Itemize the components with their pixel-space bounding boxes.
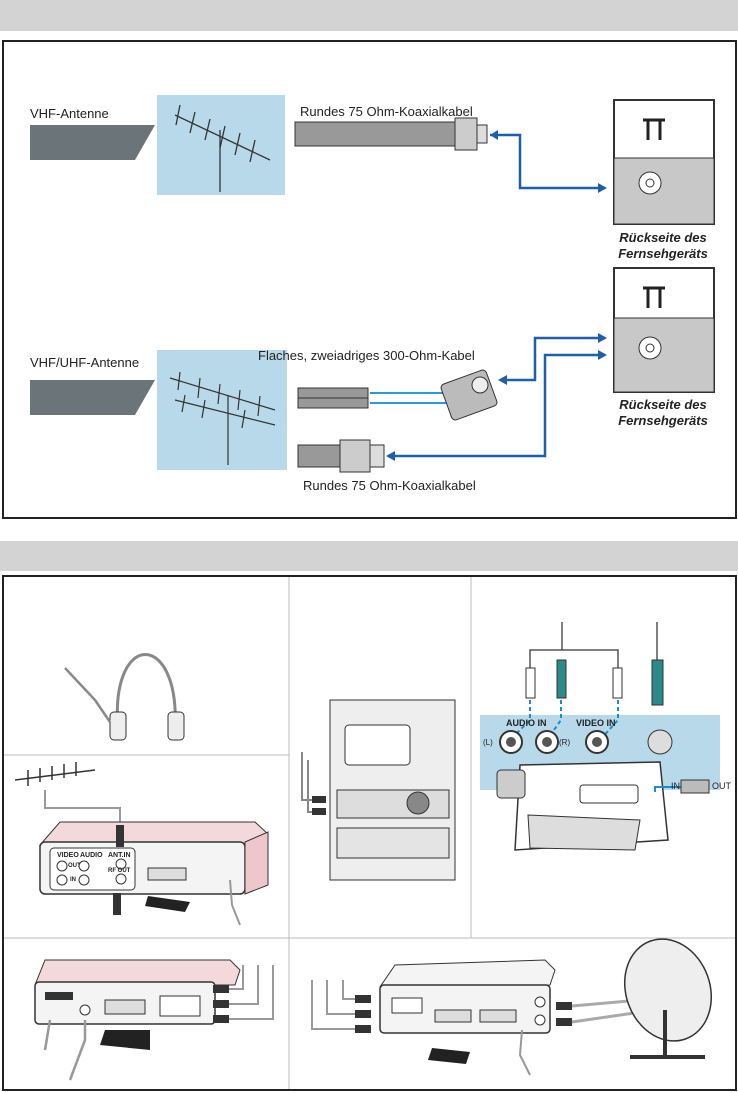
coax-cable-label: Rundes 75 Ohm-Koaxialkabel [300, 104, 473, 119]
vcr-audio-label: AUDIO [80, 852, 103, 859]
stereo-system-image [302, 700, 455, 880]
tv-back-line2: Fernsehgeräts [598, 246, 728, 262]
matching-transformer [440, 369, 498, 421]
left-channel-label: (L) [483, 738, 493, 747]
coax-cable [295, 122, 455, 146]
connection-arrow [490, 135, 605, 188]
tv-back-line1: Rückseite des [598, 230, 728, 246]
tv-back2-line2: Fernsehgeräts [598, 413, 728, 429]
flat-cable-label: Flaches, zweiadriges 300-Ohm-Kabel [258, 348, 475, 363]
vcr-ant-in-label: ANT.IN [108, 852, 131, 859]
vcr-video-label: VIDEO [57, 852, 79, 859]
right-channel-label: (R) [559, 738, 570, 747]
audio-in-label: AUDIO IN [506, 718, 547, 728]
vcr-antenna-connection-image [15, 762, 268, 925]
vcr-rear-image [35, 960, 273, 1080]
switch-in-label: IN [671, 781, 680, 791]
video-in-label: VIDEO IN [576, 718, 616, 728]
coax-cable-label-2: Rundes 75 Ohm-Koaxialkabel [303, 478, 476, 493]
tv-back2-line1: Rückseite des [598, 397, 728, 413]
vcr-out-label: OUT [68, 863, 81, 869]
vhf-antenna-label: VHF-Antenne [30, 106, 109, 121]
camcorder-connection-image [480, 622, 720, 850]
headphones-image [65, 655, 184, 741]
vhf-uhf-antenna-image [157, 350, 287, 470]
antenna-stripe [30, 125, 155, 160]
vcr-in-label: IN [70, 877, 76, 883]
vcr-rf-out-label: RF OUT [108, 868, 130, 874]
vcr-satellite-image [312, 927, 725, 1075]
switch-out-label: OUT [712, 781, 731, 791]
vhf-uhf-antenna-label: VHF/UHF-Antenne [30, 355, 139, 370]
